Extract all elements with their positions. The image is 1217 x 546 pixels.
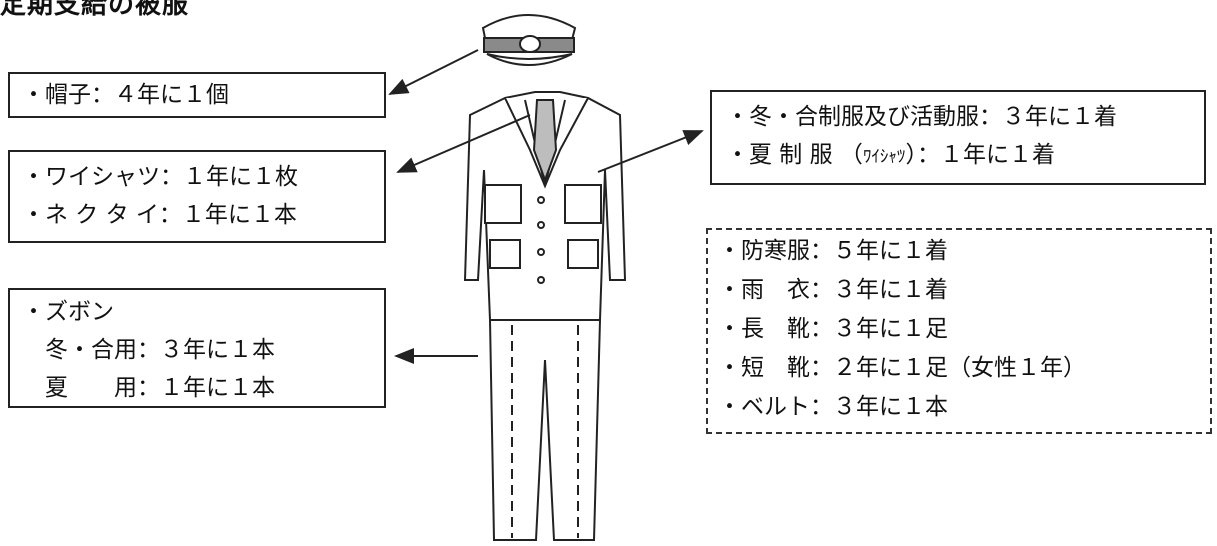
cap-icon xyxy=(481,14,577,66)
hat-line: ・帽子：４年に１個 xyxy=(22,82,229,108)
arrow-uniform xyxy=(597,130,704,173)
trousers-icon xyxy=(488,319,602,541)
boots-line: ・長 靴：３年に１足 xyxy=(718,316,948,342)
tie-line: ・ネ ク タ イ：１年に１本 xyxy=(22,202,297,228)
trousers-box: ・ズボン 冬・合用：３年に１本 夏 用：１年に１本 xyxy=(8,288,386,408)
shirt-line: ・ワイシャツ：１年に１枚 xyxy=(22,164,298,190)
summer-uniform-line: ・夏 制 服 （ﾜｲｼｬﾂ）：１年に１着 xyxy=(726,136,1204,176)
trousers-heading: ・ズボン xyxy=(22,299,114,325)
belt-line: ・ベルト：３年に１本 xyxy=(718,394,948,420)
summer-uniform-note: ﾜｲｼｬﾂ xyxy=(862,147,906,167)
winter-coat-line: ・防寒服：５年に１着 xyxy=(718,238,948,264)
uniform-box: ・冬・合制服及び活動服：３年に１着 ・夏 制 服 （ﾜｲｼｬﾂ）：１年に１着 xyxy=(710,90,1206,185)
other-items-box: ・防寒服：５年に１着 ・雨 衣：３年に１着 ・長 靴：３年に１足 ・短 靴：２年… xyxy=(706,228,1212,434)
shirt-tie-box: ・ワイシャツ：１年に１枚 ・ネ ク タ イ：１年に１本 xyxy=(8,150,386,243)
arrow-shirt xyxy=(396,114,531,173)
shoes-line: ・短 靴：２年に１足（女性１年） xyxy=(718,355,1086,381)
arrow-hat xyxy=(388,49,479,95)
page-title: 定期支給の被服 xyxy=(0,0,190,20)
hat-box: ・帽子：４年に１個 xyxy=(8,72,386,118)
trousers-summer-line: 夏 用：１年に１本 xyxy=(22,375,275,401)
raincoat-line: ・雨 衣：３年に１着 xyxy=(718,277,948,303)
summer-uniform-label: ・夏 制 服 （ xyxy=(726,142,863,168)
uniform-line: ・冬・合制服及び活動服：３年に１着 xyxy=(726,104,1117,130)
jacket-icon xyxy=(463,91,627,321)
summer-uniform-interval: ）：１年に１着 xyxy=(905,142,1055,168)
trousers-winter-line: 冬・合用：３年に１本 xyxy=(22,337,275,363)
